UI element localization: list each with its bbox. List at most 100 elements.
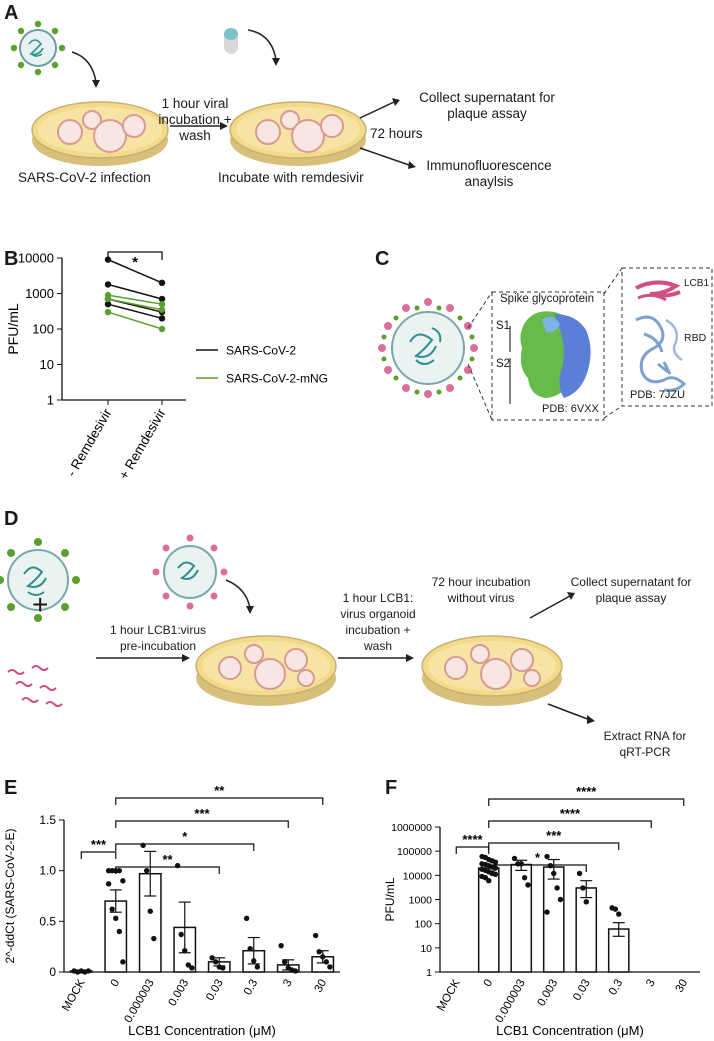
- e-data-point: [323, 959, 330, 965]
- d-step3-label: 72 hour incubation without virus: [416, 574, 546, 606]
- e-data-point: [247, 945, 253, 952]
- e-significance-label: ***: [91, 837, 107, 852]
- e-significance-label: *: [182, 829, 188, 844]
- a-output-plaque: Collect supernatant for plaque assay: [392, 90, 582, 122]
- b-legend-label: SARS-CoV-2: [226, 344, 296, 358]
- e-data-point: [292, 968, 299, 974]
- f-y-tick-label: 1000: [409, 895, 433, 907]
- d-arrow2-line2: virus organoid: [340, 607, 416, 621]
- e-data-point: [85, 968, 92, 974]
- a-out1-line2: plaque assay: [447, 106, 527, 121]
- f-x-tick-label: 0.003: [536, 978, 561, 1009]
- e-significance-bracket: [115, 820, 289, 828]
- f-data-point: [486, 877, 492, 884]
- e-x-tick-label: MOCK: [60, 977, 88, 1013]
- f-significance-bracket: [488, 864, 587, 872]
- panel-label-a: A: [4, 2, 19, 24]
- c-pdb1-label: PDB: 6VXX: [542, 403, 599, 415]
- f-x-tick-label: 30: [674, 978, 691, 995]
- e-data-point: [113, 915, 119, 921]
- e-significance-label: ***: [194, 806, 210, 821]
- f-data-point: [492, 871, 499, 878]
- b-significance-label: *: [132, 254, 138, 271]
- d-output-rna: Extract RNA for qRT-PCR: [590, 728, 700, 760]
- a-arrow1-line2: incubation +: [158, 112, 232, 127]
- d-arrow2-line3: incubation +: [345, 623, 411, 637]
- c-s2-label: S2: [496, 358, 511, 370]
- e-data-point: [281, 959, 288, 965]
- f-data-point: [612, 906, 619, 912]
- b-significance-bracket: [107, 251, 163, 260]
- b-point: [104, 308, 112, 316]
- a-step2-caption: Incubate with remdesivir: [218, 170, 364, 185]
- d-arrow2-line4: wash: [363, 639, 392, 653]
- f-data-point: [547, 863, 554, 869]
- panel-label-b: B: [4, 248, 19, 270]
- b-legend-label: SARS-CoV-2-mNG: [226, 372, 328, 386]
- panel-label-f: F: [385, 777, 398, 799]
- f-y-tick-label: 10: [420, 943, 432, 955]
- f-significance-label: ****: [576, 784, 597, 799]
- c-spike-box: [491, 291, 605, 421]
- b-y-tick-label: 100: [32, 322, 54, 337]
- e-data-point: [116, 867, 123, 874]
- c-virus-pink: [378, 298, 478, 398]
- d-arrow1-line2: pre-incubation: [119, 639, 197, 653]
- d-out1-line1: Collect supernatant for: [570, 575, 692, 589]
- f-data-point: [492, 859, 499, 865]
- f-bar: [542, 866, 565, 973]
- e-data-point: [312, 932, 319, 939]
- panel-c-illustration: [378, 267, 713, 421]
- e-x-tick-label: 0: [109, 978, 123, 990]
- e-data-point: [243, 915, 250, 921]
- b-pair-line: [107, 258, 163, 284]
- f-x-tick-label: 0.3: [607, 978, 625, 998]
- d-out2-line1: Extract RNA for: [603, 729, 687, 743]
- b-pair-line: [107, 311, 163, 330]
- f-y-tick-label: 10000: [403, 870, 432, 882]
- f-significance-label: ***: [546, 828, 562, 843]
- e-data-point: [182, 948, 188, 954]
- d-out2-line2: qRT-PCR: [619, 745, 671, 759]
- e-data-point: [178, 931, 184, 938]
- e-significance-bracket: [80, 851, 117, 859]
- a-arrow1-label: 1 hour viral incubation + wash: [140, 96, 250, 144]
- c-rbd-structure: [635, 280, 687, 392]
- e-significance-label: **: [162, 852, 173, 867]
- e-data-point: [320, 954, 326, 960]
- b-point: [158, 325, 166, 333]
- e-significance-bracket: [115, 797, 324, 805]
- e-x-tick-label: 0.03: [204, 978, 226, 1003]
- b-point: [158, 300, 166, 308]
- a-out1-line1: Collect supernatant for: [419, 90, 555, 105]
- d-arrow1-line1: 1 hour LCB1:virus: [109, 623, 207, 637]
- e-data-point: [105, 881, 112, 887]
- panel-label-d: D: [4, 508, 19, 530]
- d-step3-line2: without virus: [447, 591, 515, 605]
- f-x-axis-label: LCB1 Concentration (μM): [496, 1023, 644, 1038]
- e-x-tick-label: 30: [313, 978, 330, 995]
- d-virus-green: [0, 538, 80, 622]
- b-x-tick-label: + Remdesivir: [116, 406, 169, 482]
- f-data-point: [518, 861, 524, 867]
- f-significance-label: *: [535, 850, 541, 865]
- e-x-tick-label: 0.3: [242, 978, 260, 998]
- d-virus-pink: [152, 534, 228, 610]
- e-x-axis-label: LCB1 Concentration (μM): [128, 1023, 276, 1038]
- d-out1-line2: plaque assay: [595, 591, 667, 605]
- a-output-if: Immunofluorescence anaylsis: [404, 158, 574, 190]
- f-significance-bracket: [488, 798, 685, 806]
- e-data-point: [316, 949, 322, 955]
- b-y-tick-label: 1000: [25, 286, 54, 301]
- e-x-tick-label: 0.000003: [122, 978, 156, 1026]
- f-significance-bracket: [488, 820, 652, 828]
- a-step1-caption: SARS-CoV-2 infection: [18, 170, 151, 185]
- e-data-point: [278, 942, 284, 949]
- b-pair-line: [107, 294, 163, 305]
- panel-label-e: E: [4, 777, 18, 799]
- b-point: [158, 315, 166, 322]
- e-data-point: [109, 906, 115, 912]
- f-y-tick-label: 1000000: [391, 822, 432, 834]
- d-lcb1-molecules: [7, 665, 63, 707]
